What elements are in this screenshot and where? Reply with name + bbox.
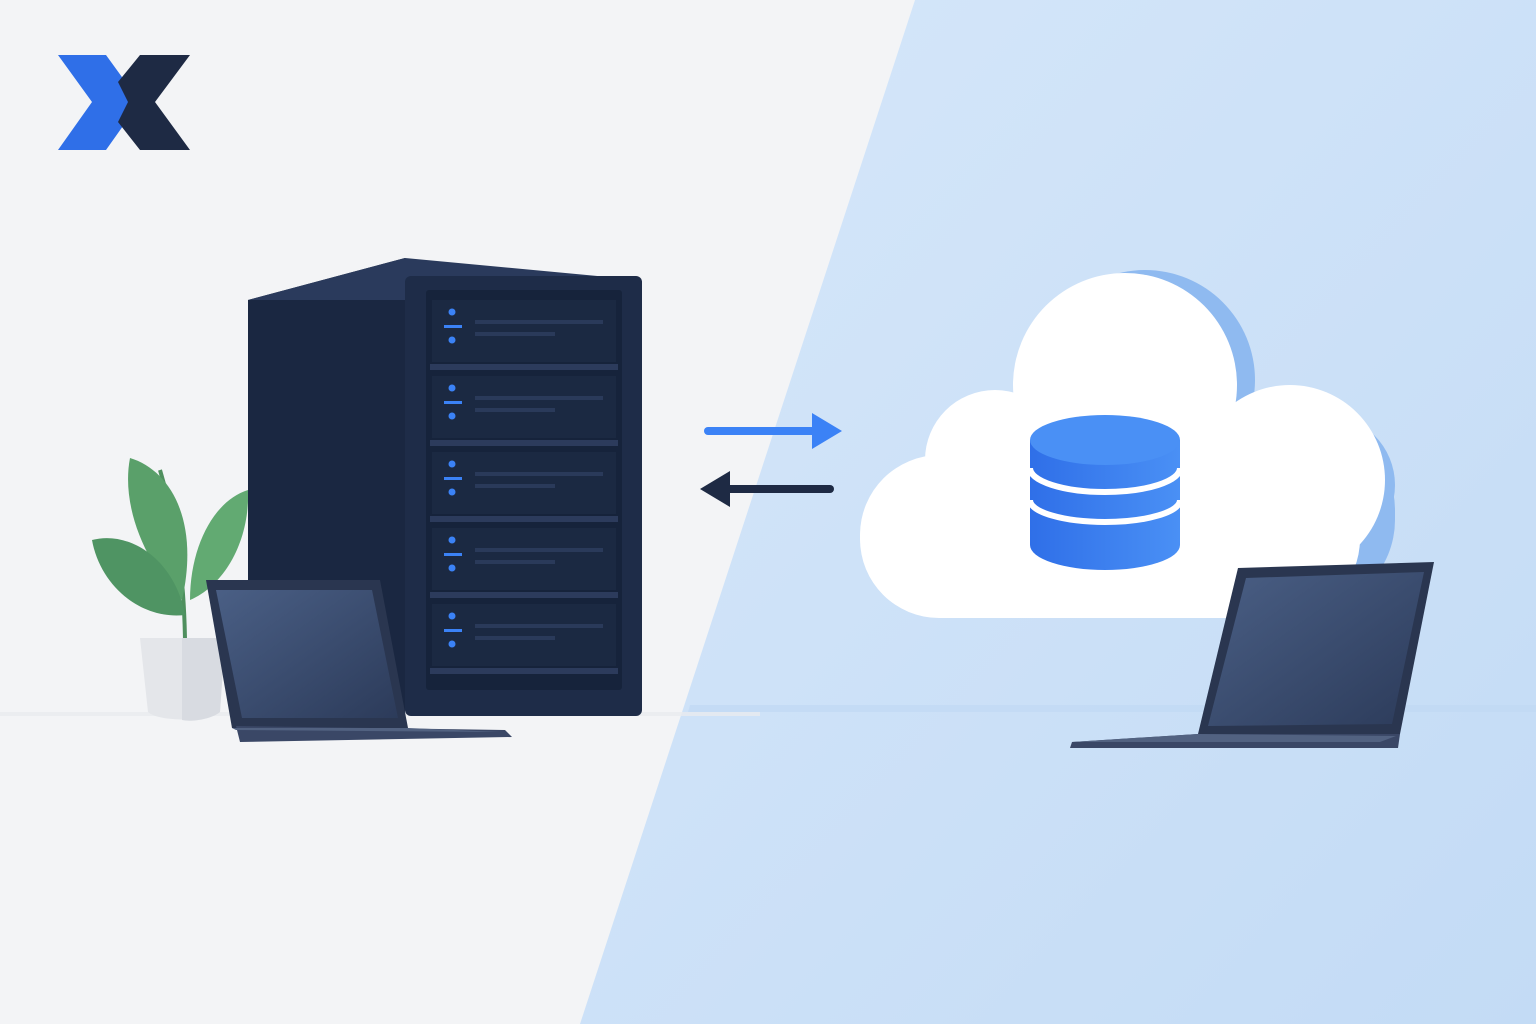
vent-line (475, 320, 585, 324)
led-indicator (448, 308, 456, 316)
drive-bay (430, 528, 618, 598)
laptop-right (1070, 562, 1434, 748)
led-bar (444, 477, 462, 480)
floor-right (688, 705, 1536, 712)
arrow-left-icon (700, 471, 834, 507)
vent-line (575, 548, 603, 552)
drive-bays (430, 300, 618, 674)
vent-line (475, 548, 585, 552)
led-bar (444, 553, 462, 556)
database-icon (1027, 415, 1183, 570)
led-indicator (448, 488, 456, 496)
vent-line (475, 624, 585, 628)
vent-line (575, 624, 603, 628)
vent-line (575, 320, 603, 324)
vent-line (475, 560, 555, 564)
led-bar (444, 401, 462, 404)
server-rack-icon (248, 258, 642, 716)
vent-line (475, 636, 555, 640)
vent-line (475, 472, 585, 476)
led-indicator (448, 640, 456, 648)
vent-line (575, 472, 603, 476)
drive-bay (430, 604, 618, 674)
led-indicator (448, 336, 456, 344)
vent-line (475, 396, 585, 400)
led-indicator (448, 536, 456, 544)
x-logo-icon (58, 55, 190, 150)
laptop-left (206, 580, 512, 742)
led-indicator (448, 412, 456, 420)
vent-line (475, 408, 555, 412)
led-indicator (448, 460, 456, 468)
vent-line (475, 484, 555, 488)
vent-line (575, 396, 603, 400)
led-indicator (448, 384, 456, 392)
drive-bay (430, 376, 618, 446)
led-bar (444, 629, 462, 632)
led-bar (444, 325, 462, 328)
drive-bay (430, 300, 618, 370)
plant-icon (92, 458, 249, 721)
arrow-right-icon (704, 413, 842, 449)
led-indicator (448, 564, 456, 572)
led-indicator (448, 612, 456, 620)
vent-line (475, 332, 555, 336)
drive-bay (430, 452, 618, 522)
